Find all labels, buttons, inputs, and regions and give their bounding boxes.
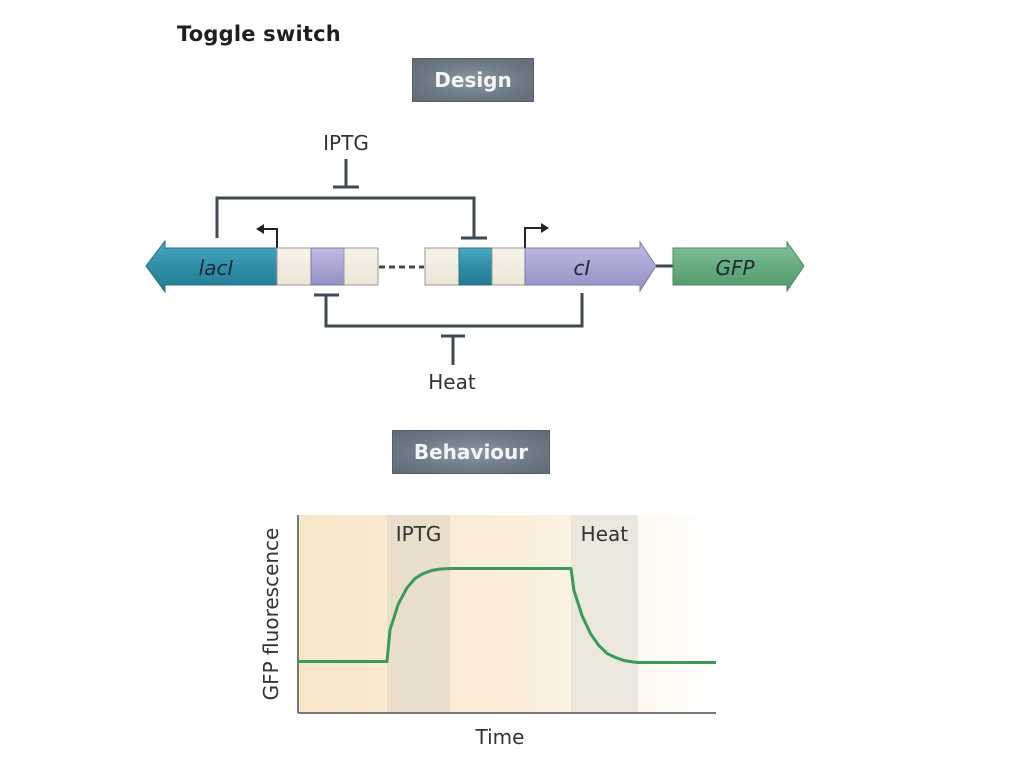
right-spacer-1 [424,247,460,286]
ci-gene-label: cI [574,256,591,280]
laci-repression-line [215,196,487,240]
y-axis-label: GFP fluorescence [259,528,283,701]
behaviour-section-label: Behaviour [392,430,550,474]
phase-label-heat: Heat [581,522,629,546]
plot-background [298,515,716,713]
laci-promoter-arrow-icon [262,228,278,248]
x-axis-label: Time [475,725,525,749]
ci-promoter-arrowhead-icon [541,223,549,233]
laci-gene [145,239,278,294]
iptg-label: IPTG [323,131,369,155]
phase-band-iptg [387,515,451,713]
heat-inhibition-symbol [441,334,465,365]
figure-title: Toggle switch [177,22,341,46]
right-spacer-2 [491,247,526,286]
phase-label-iptg: IPTG [396,522,442,546]
heat-label: Heat [428,370,476,394]
laci-gene-label: lacI [199,256,234,280]
ci-repression-line [314,293,584,328]
gfp-fluorescence-line [298,567,716,664]
ci-promoter-arrow-icon [524,227,542,248]
gfp-gene-label: GFP [715,256,755,280]
left-spacer-1 [276,247,312,286]
gfp-gene [672,240,805,293]
iptg-inhibition-symbol [333,159,359,189]
laci-promoter-arrowhead-icon [256,224,264,234]
design-section-label: Design [412,58,534,102]
ci-gene [524,240,657,293]
ci-operator [310,247,345,286]
left-spacer-2 [343,247,379,286]
